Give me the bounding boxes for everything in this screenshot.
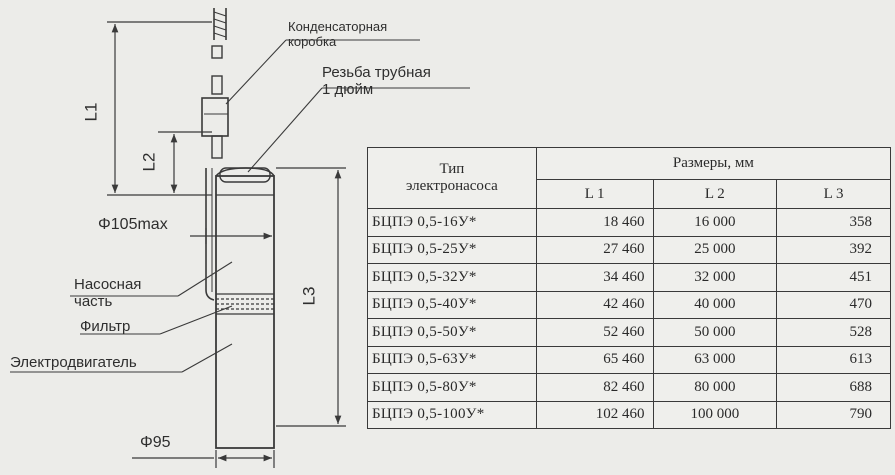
cell-l2: 32 000 bbox=[652, 263, 778, 292]
header-sizes: Размеры, мм bbox=[535, 147, 892, 180]
cell-l3: 688 bbox=[776, 373, 891, 402]
cell-pump-type: БЦПЭ 0,5-100У* bbox=[367, 400, 537, 429]
cell-l3: 528 bbox=[776, 318, 891, 347]
cell-pump-type: БЦПЭ 0,5-25У* bbox=[367, 235, 537, 264]
capacitor-box-label-line2: коробка bbox=[288, 34, 337, 49]
capacitor-box bbox=[201, 97, 229, 137]
cell-pump-type: БЦПЭ 0,5-50У* bbox=[367, 318, 537, 347]
header-l3: L 3 bbox=[776, 179, 891, 209]
header-l1: L 1 bbox=[535, 179, 654, 209]
pipe-thread-label-line2: 1 дюйм bbox=[322, 81, 374, 98]
cell-pump-type: БЦПЭ 0,5-16У* bbox=[367, 208, 537, 237]
pump-part-label: Насосная часть bbox=[74, 276, 141, 310]
dim-l3-label: L3 bbox=[299, 286, 319, 306]
motor-label: Электродвигатель bbox=[10, 354, 137, 371]
dim-l1-label: L1 bbox=[81, 102, 101, 122]
dimensions-table: Тип электронасоса Размеры, мм L 1 L 2 L … bbox=[367, 147, 892, 429]
capacitor-box-label-line1: Конденсаторная bbox=[288, 19, 388, 34]
dim-l1-line bbox=[107, 21, 212, 196]
pump-part-label-line1: Насосная bbox=[74, 276, 142, 293]
dim-l3-line bbox=[276, 167, 346, 427]
dim-phi105-line bbox=[190, 228, 272, 244]
cell-l3: 470 bbox=[776, 290, 891, 319]
filter-mesh bbox=[216, 293, 274, 315]
cell-l1: 27 460 bbox=[535, 235, 654, 264]
discharge-pipe bbox=[205, 168, 215, 301]
pump-part-label-line2: часть bbox=[74, 293, 113, 310]
cell-l3: 451 bbox=[776, 263, 891, 292]
cell-l1: 34 460 bbox=[535, 263, 654, 292]
pump-body bbox=[215, 167, 275, 449]
dim-l2-label: L2 bbox=[139, 152, 159, 172]
header-l2: L 2 bbox=[652, 179, 778, 209]
header-pump-type-line1: Тип bbox=[439, 161, 465, 177]
dim-l2-line bbox=[158, 131, 212, 193]
pipe-thread-label-line1: Резьба трубная bbox=[322, 64, 431, 81]
header-pump-type-line2: электронасоса bbox=[405, 178, 498, 194]
cell-l2: 50 000 bbox=[652, 318, 778, 347]
pipe-thread-label: Резьба трубная 1 дюйм bbox=[322, 64, 431, 98]
cell-l3: 358 bbox=[776, 208, 891, 237]
cell-l1: 18 460 bbox=[535, 208, 654, 237]
cell-l2: 80 000 bbox=[652, 373, 778, 402]
cell-l1: 65 460 bbox=[535, 345, 654, 374]
filter-label: Фильтр bbox=[80, 318, 131, 335]
header-pump-type: Тип электронасоса bbox=[367, 147, 537, 209]
cell-l1: 52 460 bbox=[535, 318, 654, 347]
cell-pump-type: БЦПЭ 0,5-80У* bbox=[367, 373, 537, 402]
cell-pump-type: БЦПЭ 0,5-63У* bbox=[367, 345, 537, 374]
cell-l2: 25 000 bbox=[652, 235, 778, 264]
cell-pump-type: БЦПЭ 0,5-40У* bbox=[367, 290, 537, 319]
cell-l1: 102 460 bbox=[535, 400, 654, 429]
cell-l2: 63 000 bbox=[652, 345, 778, 374]
dim-phi95-label: Φ95 bbox=[140, 434, 171, 451]
cell-l3: 790 bbox=[776, 400, 891, 429]
cell-l2: 100 000 bbox=[652, 400, 778, 429]
leader-lines bbox=[10, 39, 470, 373]
cell-pump-type: БЦПЭ 0,5-32У* bbox=[367, 263, 537, 292]
cell-l1: 42 460 bbox=[535, 290, 654, 319]
dim-phi95-line bbox=[132, 450, 275, 468]
cell-l1: 82 460 bbox=[535, 373, 654, 402]
cell-l3: 392 bbox=[776, 235, 891, 264]
cable bbox=[211, 8, 227, 159]
dim-phi105-label: Φ105max bbox=[98, 216, 168, 233]
cell-l2: 40 000 bbox=[652, 290, 778, 319]
capacitor-box-label: Конденсаторная коробка bbox=[288, 19, 387, 49]
cell-l2: 16 000 bbox=[652, 208, 778, 237]
cell-l3: 613 bbox=[776, 345, 891, 374]
